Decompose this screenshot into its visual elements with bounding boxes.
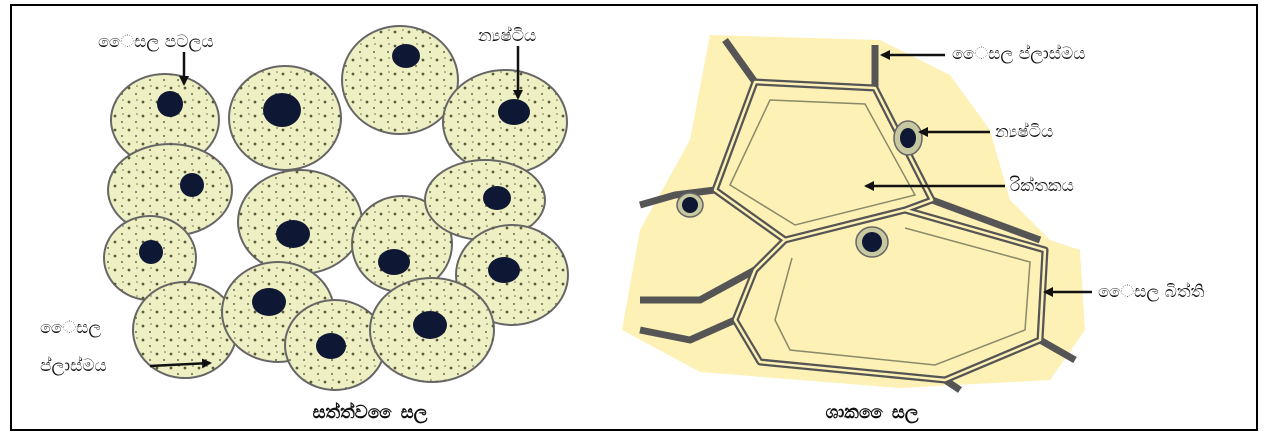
animal-cell [443,70,567,174]
animal-cell [238,170,362,274]
plant-nucleus-label: න්‍යෂ්ටිය [995,122,1053,142]
plant-tissue [622,35,1085,390]
plant-cell-wall-label: ෛසල බිත්ති [1098,282,1204,302]
animal-cell [370,278,494,382]
animal-cell [342,26,458,134]
animal-panel-caption: සත්ත්ව ෛසල [313,402,428,423]
animal-cell-membrane-label: ෛසල පටලය [98,32,214,52]
plant-panel-caption: ශාක ෛසල [825,402,918,423]
plant-cytoplasm-label: ෛසල ප්ලාස්මය [952,44,1085,64]
animal-cells [104,26,568,390]
animal-cell [229,66,341,170]
animal-cell [285,300,385,390]
animal-cytoplasm-label-line2: ප්ලාස්මය [40,356,107,376]
animal-cytoplasm-label-line1: ෛසල [40,318,101,338]
plant-vacuole-label: රික්තකය [1010,176,1074,196]
animal-nucleus-label: න්‍යෂ්ටිය [478,26,536,46]
